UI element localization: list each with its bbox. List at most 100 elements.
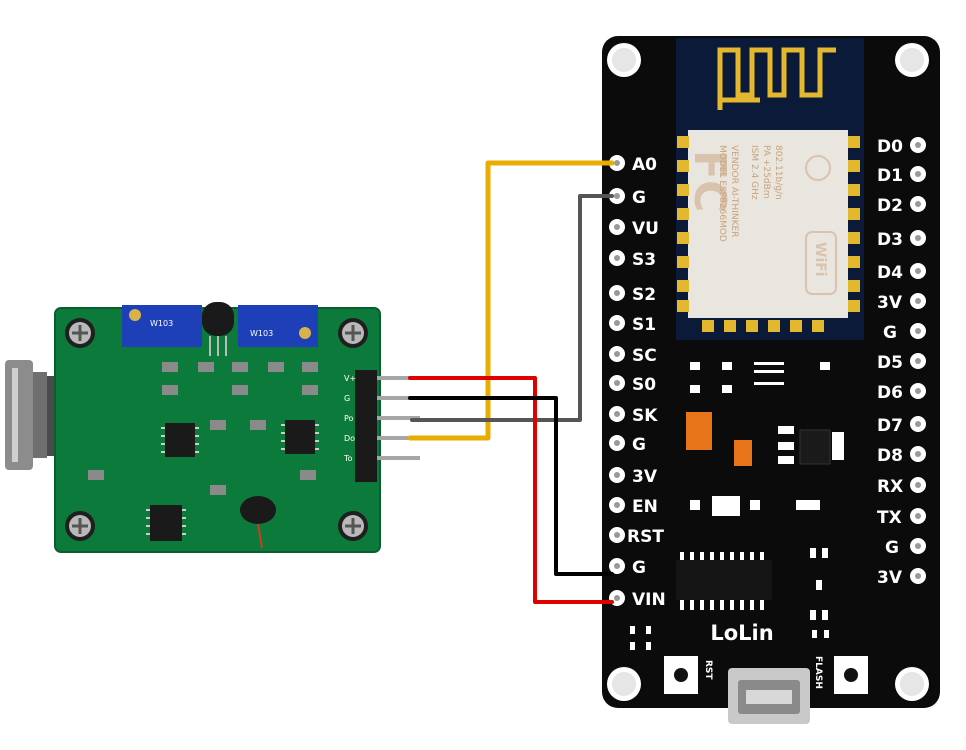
svg-text:D5: D5 bbox=[877, 353, 903, 373]
svg-text:SK: SK bbox=[632, 406, 658, 426]
svg-text:D8: D8 bbox=[877, 446, 903, 466]
svg-text:S3: S3 bbox=[632, 250, 656, 270]
pin-D0: D0 bbox=[877, 137, 926, 157]
svg-text:EN: EN bbox=[632, 497, 658, 517]
transistor bbox=[202, 302, 234, 356]
usb-serial-chip bbox=[676, 552, 772, 610]
svg-text:To: To bbox=[343, 454, 353, 463]
wire-g-to-g bbox=[408, 396, 614, 576]
pin-3V-2: 3V bbox=[877, 293, 926, 313]
svg-text:G: G bbox=[632, 188, 646, 208]
svg-text:Do: Do bbox=[344, 434, 355, 443]
board-mounting-holes bbox=[607, 43, 929, 701]
flash-button-label: FLASH bbox=[813, 656, 823, 689]
sensor-header-labels: V+ G Po Do To bbox=[343, 374, 356, 463]
wire-do-to-g bbox=[410, 194, 614, 422]
micro-usb-port[interactable] bbox=[728, 668, 810, 724]
sensor-mounting-holes bbox=[65, 318, 368, 541]
flash-button[interactable] bbox=[834, 656, 868, 694]
antenna-trace bbox=[717, 47, 836, 110]
svg-text:D1: D1 bbox=[877, 166, 903, 186]
svg-text:S1: S1 bbox=[632, 315, 656, 335]
svg-text:VENDOR AI-THINKER: VENDOR AI-THINKER bbox=[729, 145, 739, 237]
right-pin-header: D0 D1 D2 D3 D4 3V G D5 D6 D7 D8 RX TX G … bbox=[877, 137, 926, 588]
svg-text:D7: D7 bbox=[877, 416, 903, 436]
svg-text:PA +25dBm: PA +25dBm bbox=[761, 145, 771, 199]
svg-text:VIN: VIN bbox=[632, 590, 666, 610]
board-components bbox=[630, 362, 844, 650]
pin-EN: EN bbox=[609, 497, 658, 517]
svg-text:3V: 3V bbox=[877, 568, 903, 588]
rst-button[interactable] bbox=[664, 656, 698, 694]
svg-text:G: G bbox=[632, 435, 646, 455]
svg-text:G: G bbox=[883, 323, 897, 343]
pin-SK: SK bbox=[609, 406, 658, 426]
wires bbox=[407, 160, 615, 604]
pin-G-3: G bbox=[609, 558, 646, 578]
svg-text:D4: D4 bbox=[877, 263, 903, 283]
nodemcu-board: FC MODEL ESP8266MOD VENDOR AI-THINKER IS… bbox=[602, 36, 940, 724]
esp8266-module: FC MODEL ESP8266MOD VENDOR AI-THINKER IS… bbox=[676, 38, 864, 340]
trim-pot-2: W103 bbox=[238, 305, 318, 347]
pin-G-4: G bbox=[883, 323, 926, 343]
pin-D1: D1 bbox=[877, 166, 926, 186]
smd-components bbox=[88, 362, 318, 495]
pin-G-2: G bbox=[609, 435, 646, 455]
svg-text:FC: FC bbox=[684, 150, 735, 212]
svg-text:W103: W103 bbox=[250, 329, 273, 338]
svg-text:V+: V+ bbox=[344, 374, 356, 383]
svg-text:G: G bbox=[885, 538, 899, 558]
svg-text:WiFi: WiFi bbox=[812, 242, 828, 277]
pin-D6: D6 bbox=[877, 383, 926, 403]
svg-text:S0: S0 bbox=[632, 375, 656, 395]
pin-S2: S2 bbox=[609, 285, 656, 305]
voltage-regulator bbox=[686, 412, 712, 450]
voltage-ic bbox=[146, 505, 186, 541]
svg-text:G: G bbox=[344, 394, 350, 403]
ph-sensor-module: W103 W103 bbox=[5, 302, 420, 553]
svg-text:D2: D2 bbox=[877, 196, 903, 216]
pin-SC: SC bbox=[609, 346, 657, 366]
svg-text:A0: A0 bbox=[632, 155, 657, 175]
pin-D5: D5 bbox=[877, 353, 926, 373]
pin-3V-1: 3V bbox=[609, 467, 658, 487]
left-pin-header: A0 G VU S3 S2 S1 SC S0 SK G 3V EN RST G … bbox=[609, 155, 666, 610]
rst-button-label: RST bbox=[703, 660, 713, 680]
svg-text:W103: W103 bbox=[150, 319, 173, 328]
wifi-logo: WiFi bbox=[805, 231, 837, 295]
svg-text:D6: D6 bbox=[877, 383, 903, 403]
pin-D7: D7 bbox=[877, 416, 926, 436]
pin-S3: S3 bbox=[609, 250, 656, 270]
svg-text:G: G bbox=[632, 558, 646, 578]
rf-shield bbox=[688, 130, 848, 318]
tantalum-capacitor bbox=[734, 440, 752, 466]
brand-label: LoLin bbox=[710, 621, 773, 645]
svg-text:SC: SC bbox=[632, 346, 657, 366]
svg-text:MODEL ESP8266MOD: MODEL ESP8266MOD bbox=[717, 145, 727, 242]
svg-text:Po: Po bbox=[344, 414, 354, 423]
svg-text:RST: RST bbox=[627, 527, 664, 547]
ai-thinker-logo bbox=[805, 155, 831, 181]
svg-text:3V: 3V bbox=[632, 467, 658, 487]
op-amp-ic-2 bbox=[281, 420, 319, 454]
pin-RST: RST bbox=[609, 527, 664, 547]
svg-text:S2: S2 bbox=[632, 285, 656, 305]
pin-S1: S1 bbox=[609, 315, 656, 335]
trim-pot-1: W103 bbox=[122, 305, 202, 347]
sensor-header bbox=[355, 370, 420, 482]
svg-text:VU: VU bbox=[632, 219, 659, 239]
wire-po-to-a0 bbox=[407, 160, 615, 441]
svg-text:RX: RX bbox=[877, 477, 903, 497]
pin-VU: VU bbox=[609, 219, 659, 239]
pin-D4: D4 bbox=[877, 263, 926, 283]
svg-text:3V: 3V bbox=[877, 293, 903, 313]
pin-RX: RX bbox=[877, 477, 926, 497]
svg-text:ISM 2.4 GHz: ISM 2.4 GHz bbox=[749, 145, 759, 200]
pin-G-5: G bbox=[885, 538, 926, 558]
fcc-logo: FC bbox=[684, 150, 735, 212]
svg-text:TX: TX bbox=[877, 508, 902, 528]
pin-3V-3: 3V bbox=[877, 568, 926, 588]
op-amp-ic-1 bbox=[161, 423, 199, 457]
pin-G-1: G bbox=[609, 188, 646, 208]
